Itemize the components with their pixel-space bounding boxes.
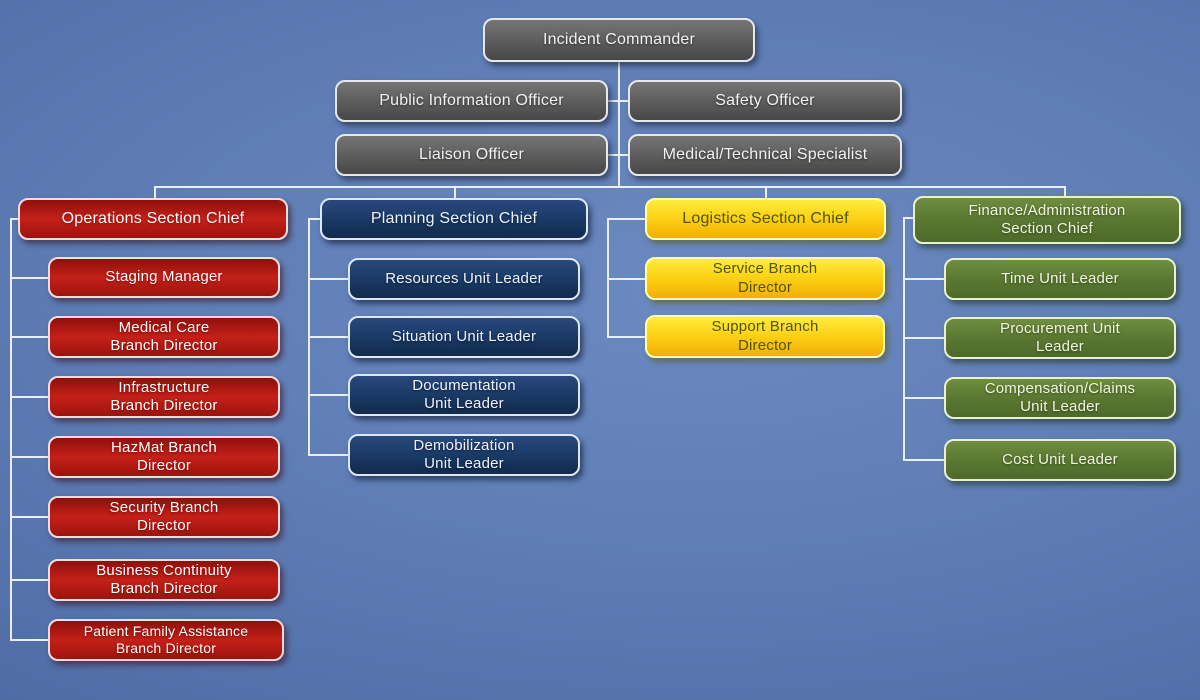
org-node-label: Security Branch Director: [109, 498, 219, 534]
org-node-business-continuity-branch-director: Business Continuity Branch Director: [48, 559, 280, 601]
connector-line: [10, 336, 48, 338]
org-node-finance-administration-section-chief: Finance/Administration Section Chief: [913, 196, 1181, 244]
connector-line: [10, 579, 48, 581]
org-node-liaison-officer: Liaison Officer: [335, 134, 608, 176]
org-node-label: Logistics Section Chief: [682, 210, 849, 228]
connector-line: [903, 278, 944, 280]
connector-line: [607, 218, 645, 220]
connector-line: [607, 336, 645, 338]
connector-line: [454, 186, 456, 198]
org-node-incident-commander: Incident Commander: [483, 18, 755, 62]
org-node-label: Situation Unit Leader: [391, 327, 537, 345]
org-node-label: Resources Unit Leader: [385, 269, 543, 287]
org-node-public-information-officer: Public Information Officer: [335, 80, 608, 122]
org-node-label: Patient Family Assistance Branch Directo…: [83, 622, 249, 656]
org-node-safety-officer: Safety Officer: [628, 80, 902, 122]
connector-line: [903, 397, 944, 399]
connector-line: [154, 186, 1066, 188]
connector-line: [765, 186, 767, 198]
connector-line: [308, 394, 348, 396]
org-node-compensation-claims-unit-leader: Compensation/Claims Unit Leader: [944, 377, 1176, 419]
org-node-label: Liaison Officer: [419, 146, 524, 164]
connector-line: [606, 154, 630, 156]
org-node-situation-unit-leader: Situation Unit Leader: [348, 316, 580, 358]
connector-line: [10, 218, 12, 641]
org-node-planning-section-chief: Planning Section Chief: [320, 198, 588, 240]
connector-line: [308, 336, 348, 338]
org-node-label: Medical Care Branch Director: [110, 318, 218, 354]
connector-line: [308, 218, 322, 220]
connector-line: [10, 516, 48, 518]
org-node-time-unit-leader: Time Unit Leader: [944, 258, 1176, 300]
connector-line: [10, 396, 48, 398]
org-node-label: Compensation/Claims Unit Leader: [984, 379, 1136, 415]
org-node-operations-section-chief: Operations Section Chief: [18, 198, 288, 240]
org-node-label: Documentation Unit Leader: [412, 376, 516, 412]
connector-line: [903, 217, 915, 219]
connector-line: [308, 454, 348, 456]
connector-line: [10, 277, 48, 279]
org-node-label: Infrastructure Branch Director: [110, 378, 218, 414]
org-node-security-branch-director: Security Branch Director: [48, 496, 280, 538]
connector-line: [10, 456, 48, 458]
org-node-label: Demobilization Unit Leader: [413, 436, 515, 472]
connector-line: [903, 459, 944, 461]
org-node-label: Support Branch Director: [711, 318, 819, 354]
org-node-label: Incident Commander: [542, 31, 696, 49]
org-node-label: Cost Unit Leader: [1002, 450, 1118, 468]
org-node-medical-technical-specialist: Medical/Technical Specialist: [628, 134, 902, 176]
org-node-documentation-unit-leader: Documentation Unit Leader: [348, 374, 580, 416]
connector-line: [308, 278, 348, 280]
org-node-service-branch-director: Service Branch Director: [645, 257, 885, 300]
connector-line: [606, 100, 630, 102]
org-node-label: HazMat Branch Director: [111, 438, 217, 474]
org-node-label: Safety Officer: [715, 92, 815, 110]
org-node-label: Medical/Technical Specialist: [662, 146, 868, 164]
connector-line: [10, 639, 48, 641]
connector-line: [903, 217, 905, 461]
org-node-label: Planning Section Chief: [370, 210, 538, 228]
org-node-label: Finance/Administration Section Chief: [968, 201, 1126, 237]
org-node-label: Procurement Unit Leader: [1000, 319, 1120, 355]
org-node-label: Service Branch Director: [712, 260, 818, 296]
org-node-infrastructure-branch-director: Infrastructure Branch Director: [48, 376, 280, 418]
connector-line: [903, 337, 944, 339]
connector-line: [1064, 186, 1066, 196]
connector-line: [154, 186, 156, 198]
org-node-hazmat-branch-director: HazMat Branch Director: [48, 436, 280, 478]
org-node-cost-unit-leader: Cost Unit Leader: [944, 439, 1176, 481]
org-node-label: Public Information Officer: [379, 92, 564, 110]
org-node-patient-family-assistance-branch-director: Patient Family Assistance Branch Directo…: [48, 619, 284, 661]
connector-line: [607, 278, 645, 280]
org-node-demobilization-unit-leader: Demobilization Unit Leader: [348, 434, 580, 476]
org-node-logistics-section-chief: Logistics Section Chief: [645, 198, 886, 240]
org-node-label: Business Continuity Branch Director: [96, 561, 232, 597]
org-node-staging-manager: Staging Manager: [48, 257, 280, 298]
connector-line: [10, 218, 20, 220]
org-node-resources-unit-leader: Resources Unit Leader: [348, 258, 580, 300]
org-node-medical-care-branch-director: Medical Care Branch Director: [48, 316, 280, 358]
org-node-label: Operations Section Chief: [61, 210, 245, 228]
connector-line: [618, 62, 620, 188]
org-node-label: Time Unit Leader: [1001, 269, 1119, 287]
org-node-procurement-unit-leader: Procurement Unit Leader: [944, 317, 1176, 359]
org-node-label: Staging Manager: [105, 268, 223, 286]
org-node-support-branch-director: Support Branch Director: [645, 315, 885, 358]
